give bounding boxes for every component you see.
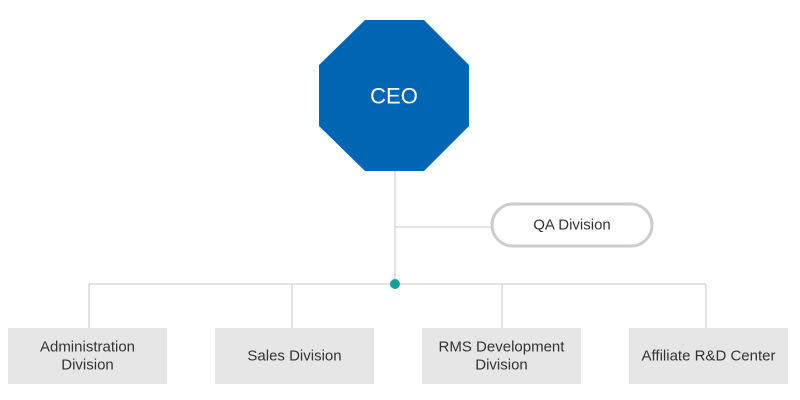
division-box — [422, 328, 581, 384]
division-box — [629, 328, 788, 384]
division-label-line: Sales Division — [247, 348, 341, 365]
division-label-line: RMS Development — [439, 339, 566, 356]
division-node-sales[interactable]: Sales Division — [215, 328, 374, 384]
division-node-affiliate-rd[interactable]: Affiliate R&D Center — [629, 328, 788, 384]
division-label-line: Affiliate R&D Center — [642, 348, 776, 365]
division-label-line: Division — [61, 357, 114, 374]
qa-division-label: QA Division — [533, 217, 611, 234]
division-label-line: Administration — [40, 339, 135, 356]
junction-dot — [390, 279, 400, 289]
ceo-octagon — [319, 20, 469, 171]
division-box — [215, 328, 374, 384]
ceo-node[interactable]: CEO — [319, 20, 469, 171]
division-box — [8, 328, 167, 384]
division-label-line: Division — [475, 357, 528, 374]
qa-division-pill — [490, 202, 654, 248]
connectors — [88, 170, 707, 328]
qa-division-node[interactable]: QA Division — [490, 202, 654, 248]
ceo-label: CEO — [370, 84, 418, 109]
